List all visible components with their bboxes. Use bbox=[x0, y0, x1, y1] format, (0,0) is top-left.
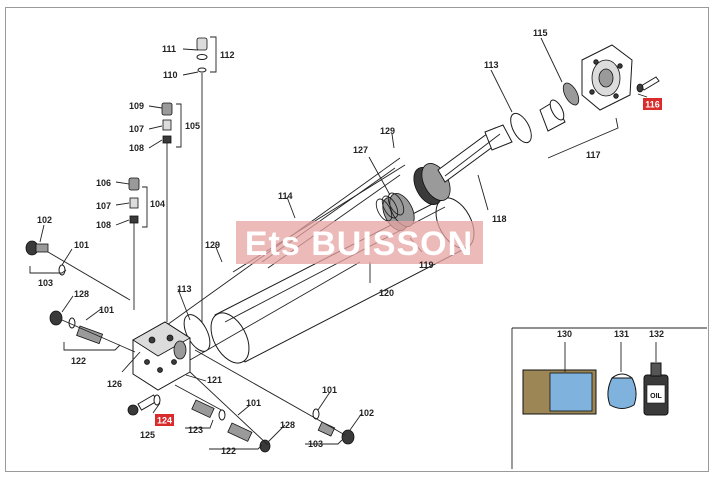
accessories-panel: OIL bbox=[511, 327, 707, 469]
callout-125: 125 bbox=[140, 430, 155, 440]
callout-107a: 107 bbox=[129, 124, 144, 134]
callout-129b: 129 bbox=[205, 240, 220, 250]
fitting-123 bbox=[174, 384, 226, 419]
callout-101a: 101 bbox=[74, 240, 89, 250]
rear-head-117 bbox=[581, 44, 633, 111]
valve-block-126 bbox=[132, 321, 191, 391]
watermark-text: Ets BUISSON bbox=[245, 225, 473, 263]
bush bbox=[539, 99, 566, 132]
callout-117: 117 bbox=[586, 150, 601, 160]
piston-rod-118 bbox=[437, 124, 513, 183]
callout-102a: 102 bbox=[37, 215, 52, 225]
spring-127 bbox=[375, 192, 405, 222]
leader-lines bbox=[29, 36, 648, 450]
callout-103b: 103 bbox=[308, 439, 323, 449]
callout-101d: 101 bbox=[322, 385, 337, 395]
callout-101c: 101 bbox=[246, 398, 261, 408]
bag-131 bbox=[607, 342, 637, 409]
fitting-128-left bbox=[49, 310, 136, 353]
callout-109: 109 bbox=[129, 101, 144, 111]
o-ring-113-right bbox=[510, 112, 532, 144]
callout-104: 104 bbox=[150, 199, 165, 209]
callout-130: 130 bbox=[557, 329, 572, 339]
callout-111: 111 bbox=[162, 44, 176, 54]
callout-114: 114 bbox=[278, 191, 293, 201]
callout-115: 115 bbox=[533, 28, 548, 38]
callout-101b: 101 bbox=[99, 305, 114, 315]
callout-124: 124 bbox=[157, 416, 172, 426]
callout-labels: 111 110 112 109 107 108 105 106 107 108 … bbox=[37, 28, 664, 456]
callout-118: 118 bbox=[492, 214, 507, 224]
callout-106: 106 bbox=[96, 178, 111, 188]
fitting-125 bbox=[127, 394, 161, 416]
callout-113b: 113 bbox=[484, 60, 499, 70]
callout-121: 121 bbox=[207, 375, 222, 385]
callout-103a: 103 bbox=[38, 278, 53, 288]
callout-107b: 107 bbox=[96, 201, 111, 211]
callout-110: 110 bbox=[163, 70, 178, 80]
callout-116: 116 bbox=[645, 100, 660, 110]
callout-128a: 128 bbox=[74, 289, 89, 299]
valve-stack-104 bbox=[128, 177, 140, 310]
filter-130 bbox=[522, 342, 597, 415]
valve-stack-112 bbox=[196, 37, 208, 322]
callout-122b: 122 bbox=[221, 446, 236, 456]
callout-105: 105 bbox=[185, 121, 200, 131]
screw-116 bbox=[636, 76, 660, 93]
fitting-102-right bbox=[194, 349, 355, 445]
callout-113a: 113 bbox=[177, 284, 192, 294]
callout-132: 132 bbox=[649, 329, 664, 339]
callout-128b: 128 bbox=[280, 420, 295, 430]
seal-115 bbox=[562, 82, 580, 106]
callout-131: 131 bbox=[614, 329, 629, 339]
callout-122a: 122 bbox=[71, 356, 86, 366]
valve-stack-105 bbox=[161, 102, 173, 322]
callout-126: 126 bbox=[107, 379, 122, 389]
oil-bottle-132: OIL bbox=[643, 342, 669, 416]
callout-108a: 108 bbox=[129, 143, 144, 153]
highlighted-callout-116[interactable]: 116 bbox=[643, 98, 662, 110]
callout-127: 127 bbox=[353, 145, 368, 155]
callout-120: 120 bbox=[379, 288, 394, 298]
callout-119: 119 bbox=[419, 260, 434, 270]
callout-129a: 129 bbox=[380, 126, 395, 136]
callout-112: 112 bbox=[220, 50, 235, 60]
callout-123: 123 bbox=[188, 425, 203, 435]
watermark: Ets BUISSON bbox=[236, 221, 483, 264]
fitting-102-left bbox=[25, 240, 131, 301]
oil-label: OIL bbox=[650, 393, 662, 400]
callout-108b: 108 bbox=[96, 220, 111, 230]
fitting-122-bottom bbox=[189, 371, 271, 453]
callout-102b: 102 bbox=[359, 408, 374, 418]
highlighted-callout-124[interactable]: 124 bbox=[155, 414, 174, 426]
